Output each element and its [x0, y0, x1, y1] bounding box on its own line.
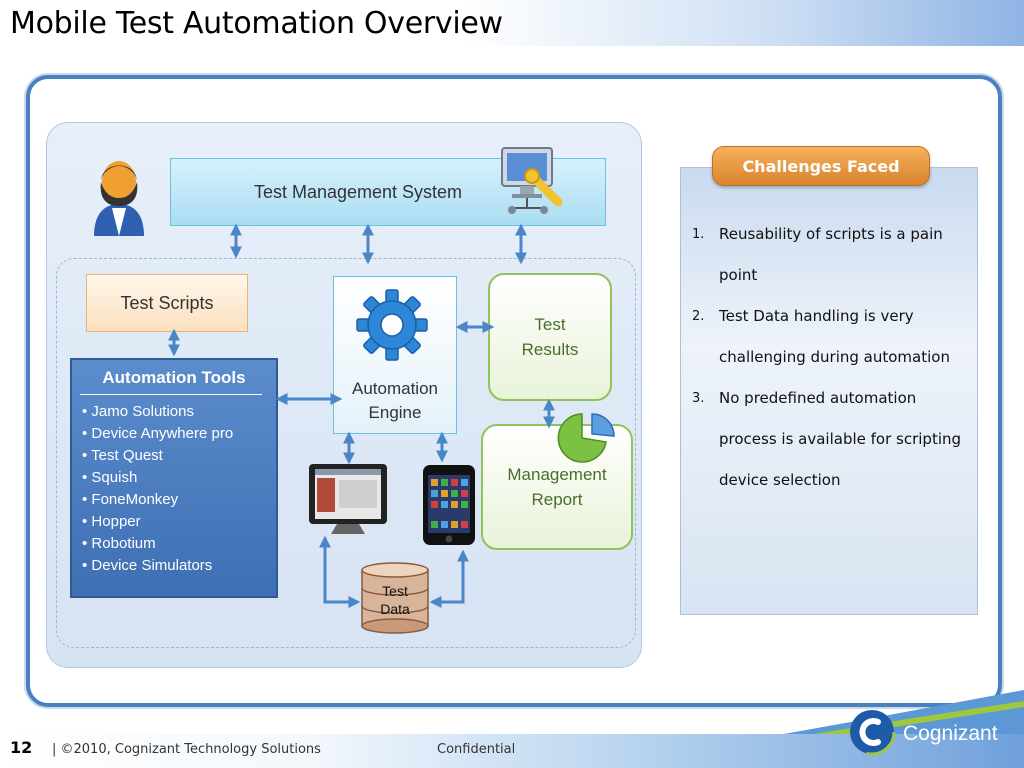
- automation-tools-heading: Automation Tools: [102, 368, 246, 387]
- confidential-text: Confidential: [437, 742, 516, 757]
- test-scripts-label: Test Scripts: [120, 292, 214, 313]
- cognizant-logo-text: Cognizant: [903, 722, 998, 745]
- tool-item: • Robotium: [82, 535, 156, 552]
- gear-icon: [356, 289, 428, 361]
- copyright-text: | ©2010, Cognizant Technology Solutions: [52, 742, 321, 757]
- automation-tools-divider: [80, 394, 262, 395]
- database-icon: [361, 562, 429, 634]
- pie-chart-icon: [557, 413, 615, 463]
- user-icon: [94, 161, 144, 236]
- tool-item: • Squish: [82, 469, 138, 486]
- page-number: 12: [10, 738, 33, 757]
- automation-tools-list: • Jamo Solutions • Device Anywhere pro •…: [72, 401, 276, 577]
- tool-item: • Device Simulators: [82, 557, 213, 574]
- title-bar: [0, 0, 1024, 46]
- challenge-item: 3.No predefined automation process is av…: [692, 389, 962, 489]
- tool-item: • Test Quest: [82, 447, 163, 464]
- tool-item: • Hopper: [82, 513, 141, 530]
- cognizant-logo-icon: [848, 708, 896, 756]
- computer-network-icon: [501, 147, 563, 214]
- diagram-dashed-region: [56, 258, 636, 648]
- challenges-list: 1.Reusability of scripts is a pain point…: [692, 214, 962, 501]
- tool-item: • Jamo Solutions: [82, 403, 194, 420]
- test-management-system-label: Test Management System: [253, 181, 463, 202]
- challenge-item: 1.Reusability of scripts is a pain point: [692, 225, 943, 284]
- challenges-faced-heading: Challenges Faced: [712, 146, 930, 186]
- challenge-item: 2.Test Data handling is very challenging…: [692, 307, 950, 366]
- tool-item: • FoneMonkey: [82, 491, 179, 508]
- test-scripts-box: Test Scripts: [86, 274, 248, 332]
- tool-item: • Device Anywhere pro: [82, 425, 234, 442]
- phone-device-icon: [423, 465, 475, 545]
- automation-tools-box: Automation Tools • Jamo Solutions • Devi…: [70, 358, 278, 598]
- challenges-panel: [680, 167, 978, 615]
- slide-title: Mobile Test Automation Overview: [10, 6, 503, 41]
- tablet-device-icon: [309, 464, 387, 534]
